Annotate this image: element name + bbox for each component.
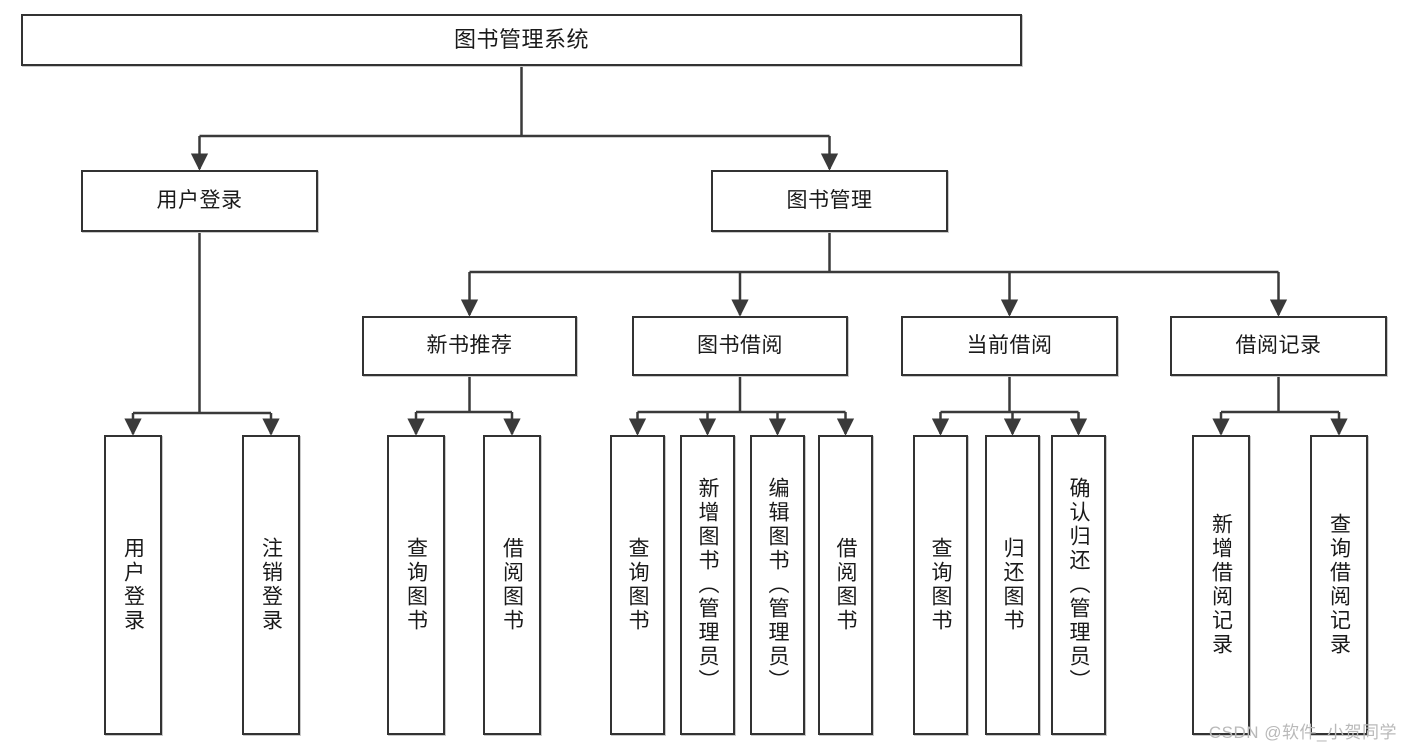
node-label: 查询图书 [929,537,952,633]
node-label: 新增图书（管理员） [696,477,719,693]
node-label: 图书管理系统 [453,27,589,53]
leaf-newbook-query-book[interactable]: 查询图书 [387,435,445,735]
leaf-record-add-record[interactable]: 新增借阅记录 [1192,435,1250,735]
node-label: 归还图书 [1001,537,1024,633]
node-label: 查询图书 [626,537,649,633]
node-label: 图书借阅 [697,333,783,357]
node-new-book-recommend[interactable]: 新书推荐 [362,316,577,376]
node-label: 查询借阅记录 [1327,513,1351,657]
node-borrow-record[interactable]: 借阅记录 [1170,316,1387,376]
node-user-login[interactable]: 用户登录 [81,170,318,232]
node-label: 借阅图书 [500,537,524,633]
leaf-newbook-borrow-book[interactable]: 借阅图书 [483,435,541,735]
leaf-borrow-add-book-admin[interactable]: 新增图书（管理员） [680,435,735,735]
leaf-user-login[interactable]: 用户登录 [104,435,162,735]
node-label: 当前借阅 [966,333,1053,357]
node-root[interactable]: 图书管理系统 [21,14,1022,66]
leaf-user-logout[interactable]: 注销登录 [242,435,300,735]
leaf-borrow-query-book[interactable]: 查询图书 [610,435,665,735]
node-label: 注销登录 [259,537,283,633]
leaf-borrow-edit-book-admin[interactable]: 编辑图书（管理员） [750,435,805,735]
node-label: 编辑图书（管理员） [766,477,789,693]
watermark: CSDN @软件_小贺同学 [1208,723,1397,742]
leaf-record-query-record[interactable]: 查询借阅记录 [1310,435,1368,735]
node-label: 借阅记录 [1235,333,1322,357]
node-label: 用户登录 [156,188,243,212]
node-book-borrow[interactable]: 图书借阅 [632,316,848,376]
leaf-current-confirm-return-admin[interactable]: 确认归还（管理员） [1051,435,1106,735]
node-label: 查询图书 [404,537,428,633]
node-label: 用户登录 [121,537,145,633]
node-label: 借阅图书 [834,537,857,633]
node-book-management[interactable]: 图书管理 [711,170,948,232]
node-label: 确认归还（管理员） [1067,477,1090,693]
leaf-borrow-borrow-book[interactable]: 借阅图书 [818,435,873,735]
node-label: 图书管理 [786,188,873,212]
leaf-current-query-book[interactable]: 查询图书 [913,435,968,735]
leaf-current-return-book[interactable]: 归还图书 [985,435,1040,735]
node-current-borrow[interactable]: 当前借阅 [901,316,1118,376]
node-label: 新增借阅记录 [1209,513,1233,657]
node-label: 新书推荐 [426,333,513,357]
